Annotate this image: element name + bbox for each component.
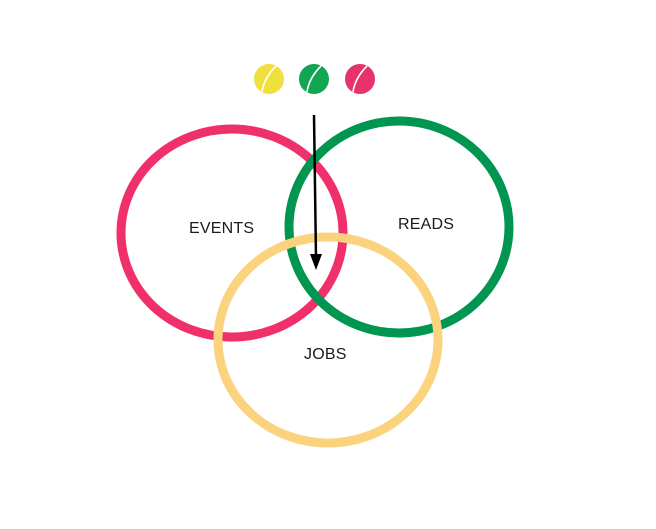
down-arrow-icon bbox=[310, 114, 322, 270]
reads-label: READS bbox=[398, 216, 454, 233]
dot-row bbox=[254, 64, 375, 94]
events-label: EVENTS bbox=[189, 220, 254, 237]
events-circle bbox=[116, 124, 348, 342]
green-dot-icon bbox=[299, 64, 329, 94]
reads-circle bbox=[284, 116, 514, 338]
yellow-dot-icon bbox=[254, 64, 284, 94]
jobs-label: JOBS bbox=[304, 346, 347, 363]
jobs-circle bbox=[213, 232, 443, 448]
pink-dot-icon bbox=[345, 64, 375, 94]
